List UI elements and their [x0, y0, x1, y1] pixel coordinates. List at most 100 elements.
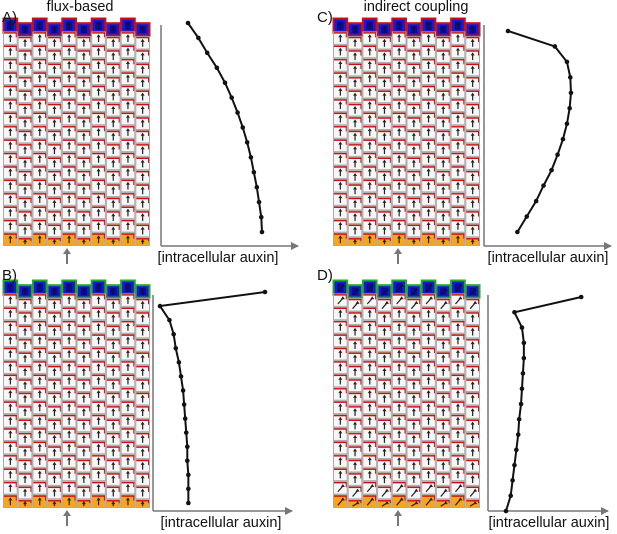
cell	[32, 414, 48, 428]
pin-arrow-head	[367, 457, 372, 461]
pin-arrow-head	[429, 483, 434, 487]
pin-arrow-head	[397, 416, 402, 420]
pin-arrow-head	[382, 213, 387, 217]
pin-arrow-head	[353, 119, 358, 123]
cell	[61, 138, 77, 153]
top-cell	[406, 22, 422, 37]
top-cell	[120, 279, 136, 296]
cell	[377, 324, 392, 339]
pin-arrow-head	[37, 470, 42, 474]
cell	[391, 138, 407, 153]
pin-arrow-head	[52, 381, 57, 385]
cell	[391, 152, 407, 166]
pin-arrow-head	[23, 186, 28, 190]
pin-arrow-head	[353, 341, 358, 345]
pin-arrow-head	[8, 457, 13, 461]
pin-arrow-head	[382, 132, 387, 136]
cell	[362, 373, 378, 388]
cell	[91, 454, 106, 468]
pin-arrow-head	[353, 65, 358, 69]
pin-arrow-head	[353, 226, 358, 230]
pin-arrow-head	[338, 34, 343, 38]
cell	[3, 360, 18, 374]
cell	[61, 31, 77, 45]
cell	[347, 378, 363, 392]
cell	[406, 338, 422, 352]
cell-body	[465, 298, 480, 312]
cell	[120, 98, 136, 112]
pin-arrow-head	[96, 323, 101, 327]
pin-arrow-head	[67, 497, 72, 501]
pin-arrow-head	[441, 25, 446, 29]
cell	[17, 445, 33, 460]
pin-arrow-head	[441, 367, 446, 371]
cell	[391, 414, 407, 428]
cell	[406, 223, 422, 238]
bottom-cell	[465, 499, 480, 508]
cell	[391, 454, 407, 468]
cell	[47, 76, 62, 90]
pin-arrow-head	[125, 101, 130, 105]
cell	[450, 440, 466, 455]
pin-arrow-head	[353, 435, 358, 439]
bottom-cell-body	[347, 499, 363, 508]
pin-arrow-head	[23, 105, 28, 109]
cell	[465, 391, 480, 406]
cell	[105, 418, 121, 433]
cell	[377, 170, 392, 184]
cell	[135, 116, 151, 130]
cell	[47, 472, 62, 486]
pin-arrow-head	[52, 341, 57, 345]
cell	[91, 58, 106, 72]
pin-arrow-head	[8, 283, 13, 287]
cell	[465, 485, 480, 500]
pin-arrow-head	[125, 349, 130, 353]
cell	[347, 459, 363, 473]
pin-arrow-head	[397, 376, 402, 380]
cell	[135, 365, 151, 379]
pin-arrow-head	[397, 235, 402, 239]
pin-arrow-head	[397, 309, 402, 313]
pin-arrow-head	[382, 173, 387, 177]
curve-point	[157, 303, 163, 309]
pin-arrow-head	[426, 443, 431, 447]
bottom-cell-body	[465, 499, 480, 508]
curve-point	[176, 360, 182, 365]
cell	[435, 89, 451, 104]
cell	[362, 111, 378, 126]
pin-arrow-head	[353, 367, 358, 371]
pin-arrow-head	[81, 367, 86, 371]
pin-arrow-head	[441, 146, 446, 150]
bottom-cell-body	[377, 499, 392, 508]
pin-arrow-head	[81, 226, 86, 230]
pin-arrow-head	[125, 128, 130, 132]
pin-arrow-head	[411, 314, 416, 318]
cell	[76, 116, 92, 130]
pin-arrow-head	[8, 47, 13, 51]
pin-arrow-head	[125, 416, 130, 420]
cell	[391, 481, 407, 495]
cell	[406, 156, 422, 171]
cell	[333, 427, 348, 441]
cell	[333, 360, 348, 374]
top-cell	[2, 279, 19, 296]
bottom-cell	[435, 499, 451, 508]
cell	[333, 205, 348, 220]
cell	[406, 76, 422, 90]
pin-arrow-head	[338, 74, 343, 78]
pin-arrow-head	[52, 354, 57, 358]
bottom-cell	[3, 232, 18, 247]
pin-arrow-head	[52, 226, 57, 230]
cell	[362, 152, 378, 166]
curve-point	[564, 59, 570, 65]
pin-arrow-head	[67, 443, 72, 447]
cell	[362, 347, 378, 361]
cell	[32, 31, 48, 45]
cell	[450, 111, 466, 126]
pin-arrow-head	[382, 367, 387, 371]
pin-arrow-head	[140, 448, 145, 452]
pin-arrow-head	[382, 65, 387, 69]
cell	[17, 378, 33, 392]
pin-arrow-head	[397, 336, 402, 340]
